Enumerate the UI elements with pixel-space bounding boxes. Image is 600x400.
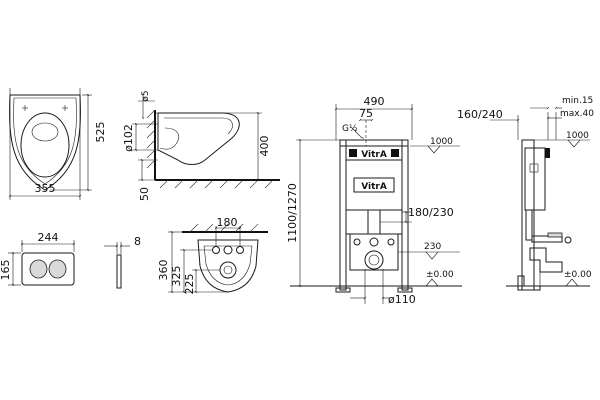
- dim-rear-360: 360: [157, 260, 170, 281]
- frame-side-view: 160/240 min.15 max.40 1000 ±0.00: [457, 96, 594, 291]
- flush-button-full: [48, 259, 67, 279]
- dim-frame-depth: 160/240: [457, 108, 503, 121]
- level-zero-side: ±0.00: [564, 270, 592, 280]
- side-drain-elbow: [529, 247, 563, 273]
- rear-inlet: [223, 245, 233, 255]
- bowl-outline: [9, 94, 81, 191]
- flush-plate-front: 244 165: [0, 231, 76, 287]
- connector-left-bolt: [353, 238, 361, 246]
- frame-logo: VitrA: [361, 182, 387, 192]
- flush-plate-profile: [116, 254, 122, 289]
- frame-top-rail: [339, 139, 409, 147]
- side-flush-plate: [545, 148, 550, 158]
- side-cistern: [524, 147, 546, 211]
- inlet-connector: [369, 237, 379, 247]
- flush-button-half: [29, 259, 48, 279]
- bowl-rear-view: 180 360 325 225: [157, 216, 268, 295]
- rear-fixing-left: [212, 246, 220, 254]
- dim-fixing-dia: ø5: [141, 90, 151, 101]
- label-max-depth: max.40: [560, 109, 594, 119]
- dim-plate-thickness: 8: [134, 235, 141, 248]
- frame-left-post: [339, 139, 347, 291]
- dim-drain-dia: ø110: [388, 293, 416, 306]
- dim-plate-width: 244: [38, 231, 59, 244]
- fixing-hole-right: [62, 105, 68, 111]
- level-1000-front: 1000: [430, 137, 453, 147]
- dim-fixing-spacing: 180: [217, 216, 238, 229]
- dim-bowl-width: 355: [35, 182, 56, 195]
- bowl-opening: [31, 122, 59, 142]
- drain-outlet: [364, 250, 384, 270]
- rear-outlet: [219, 261, 237, 279]
- bowl-seat: [20, 112, 70, 178]
- frame-left-foot: [335, 287, 351, 293]
- flush-plate-side: 8: [104, 235, 141, 289]
- dim-frame-height: 1100/1270: [286, 183, 299, 243]
- level-marker-230: [425, 251, 439, 260]
- side-bracket: [531, 235, 563, 243]
- label-min-depth: min.15: [562, 96, 593, 106]
- dim-rear-325: 325: [170, 266, 183, 287]
- frame-logo-small: VitrA: [361, 150, 387, 160]
- level-marker-zero-front: [425, 278, 439, 287]
- level-230-front: 230: [424, 242, 441, 252]
- rear-bowl-outline: [197, 239, 259, 293]
- dim-flush-height: 180/230: [408, 206, 454, 219]
- dim-outlet-dia: ø102: [122, 124, 135, 152]
- side-flush-pipe: [525, 209, 533, 241]
- dim-bowl-depth: 525: [94, 122, 107, 143]
- level-marker-1000-side: [567, 139, 581, 148]
- flush-pipe: [367, 209, 381, 235]
- side-inlet-pipe: [547, 232, 563, 238]
- bowl-body: [157, 112, 240, 165]
- bowl-side-view: 400 ø5 ø102 50: [122, 90, 280, 201]
- connector-right-bolt: [387, 238, 395, 246]
- cistern-logo-panel: [353, 177, 395, 193]
- dim-frame-width: 490: [364, 95, 385, 108]
- label-pipe-thread: G½: [342, 124, 358, 134]
- frame-front-view: 490 75 G½ VitrA VitrA 1100/1270 1000: [286, 95, 462, 306]
- dim-plate-height: 165: [0, 260, 12, 281]
- level-marker-1000: [427, 145, 441, 154]
- rear-fixing-right: [236, 246, 244, 254]
- level-marker-zero-side: [565, 278, 579, 287]
- fixing-hole-left: [22, 105, 28, 111]
- bowl-rim: [13, 97, 77, 185]
- dim-pipe-offset: 75: [359, 107, 373, 120]
- side-foot: [517, 275, 541, 291]
- level-zero-front: ±0.00: [426, 270, 454, 280]
- dim-outlet-height: 50: [138, 187, 151, 201]
- dim-rear-225: 225: [183, 274, 196, 295]
- bowl-top-view: 355 525: [8, 88, 107, 200]
- frame-right-foot: [397, 287, 413, 293]
- dim-bowl-height: 400: [258, 136, 271, 157]
- flush-plate: [21, 252, 75, 286]
- level-1000-side: 1000: [566, 131, 589, 141]
